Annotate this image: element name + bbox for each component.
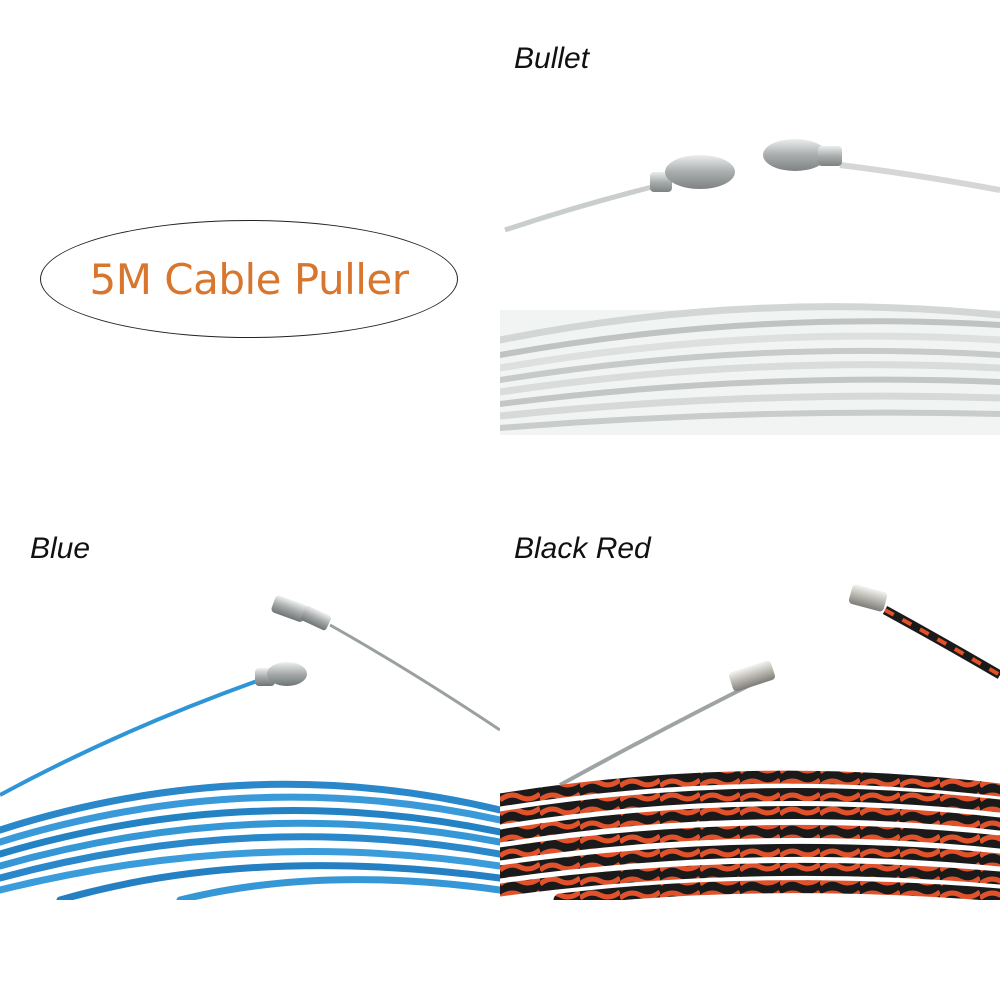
bullet-tip-right xyxy=(763,139,842,171)
blue-tip-steel xyxy=(271,595,332,631)
blue-tip xyxy=(255,662,307,686)
black-red-coil xyxy=(500,770,1000,900)
bullet-coil xyxy=(500,303,1000,431)
label-blue: Blue xyxy=(30,532,91,565)
bullet-lead-left xyxy=(504,182,661,233)
title-oval xyxy=(40,220,458,338)
label-bullet: Bullet xyxy=(514,42,590,75)
product-title: 5M Cable Puller xyxy=(89,254,409,304)
blue-coil xyxy=(0,780,500,900)
blue-steel-lead xyxy=(329,623,500,732)
photo-black-red-cable xyxy=(500,584,1000,900)
black-red-tip-steel xyxy=(729,660,775,692)
blue-thin-lead xyxy=(0,678,261,797)
photo-bullet-cable xyxy=(500,139,1000,435)
photo-blue-cable xyxy=(0,595,500,900)
black-red-steel-lead xyxy=(559,678,761,787)
black-red-tip-upper xyxy=(848,584,888,612)
bullet-lead-right xyxy=(839,162,1000,193)
label-black-red: Black Red xyxy=(514,532,651,565)
bullet-tip-left xyxy=(650,155,735,192)
